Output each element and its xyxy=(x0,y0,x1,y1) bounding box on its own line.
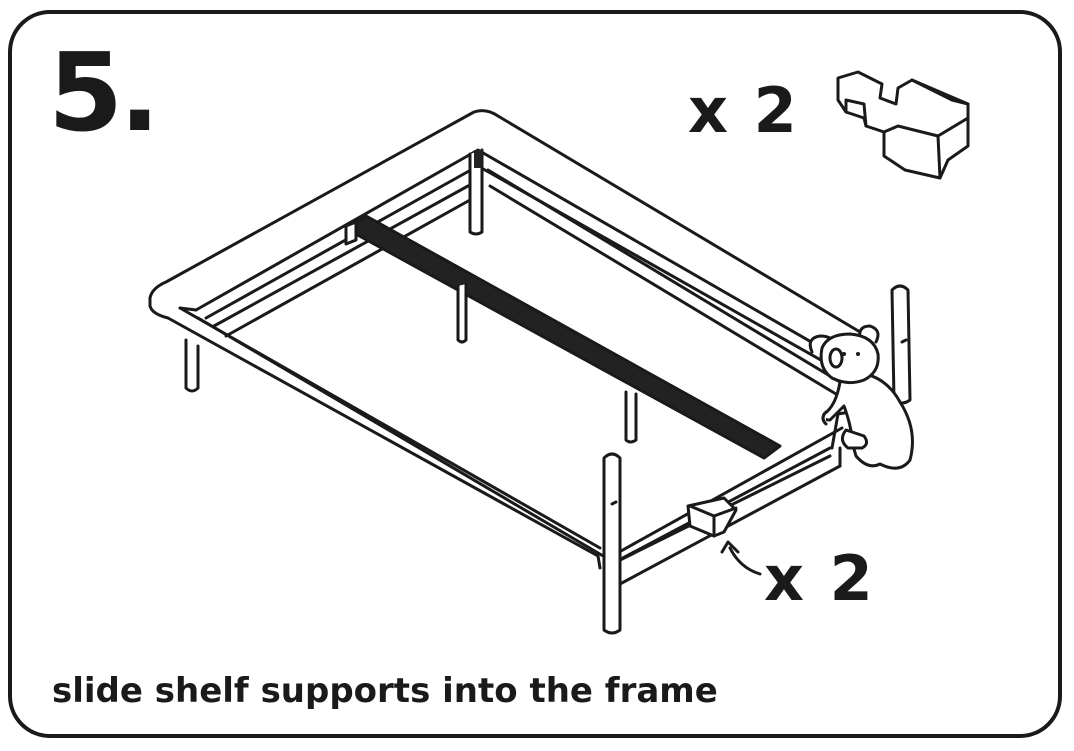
bed-legs xyxy=(184,148,912,635)
part-quantity-bottom: x 2 xyxy=(764,542,875,615)
koala-mascot-icon xyxy=(808,324,914,470)
part-quantity-top: x 2 xyxy=(688,74,799,147)
center-slat xyxy=(344,214,782,460)
step-instruction: slide shelf supports into the frame xyxy=(52,671,718,711)
installed-shelf-support xyxy=(686,496,738,538)
bed-frame xyxy=(148,109,862,586)
curved-arrow-icon xyxy=(720,540,762,576)
step-number: 5. xyxy=(48,31,160,156)
shelf-support-block-icon xyxy=(836,70,970,180)
